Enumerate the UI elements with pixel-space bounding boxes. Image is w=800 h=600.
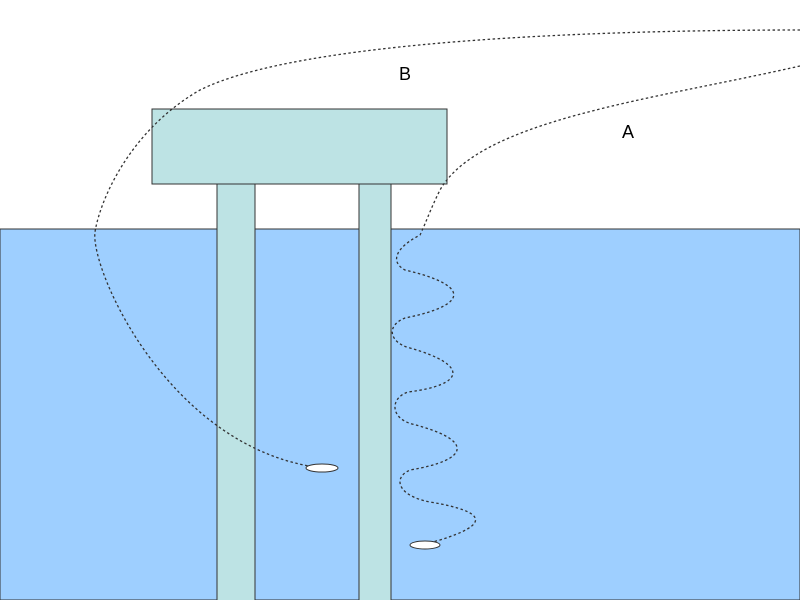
pier-leg-left: [216, 182, 256, 600]
pier-deck: [151, 108, 448, 185]
label-path-a: A: [622, 122, 634, 142]
water-body: [0, 228, 800, 600]
pier-leg-right: [358, 182, 392, 600]
label-path-b: B: [399, 64, 411, 84]
lure-b: [305, 463, 339, 473]
cast-trajectory-a: [391, 65, 800, 545]
lure-a: [409, 540, 441, 550]
